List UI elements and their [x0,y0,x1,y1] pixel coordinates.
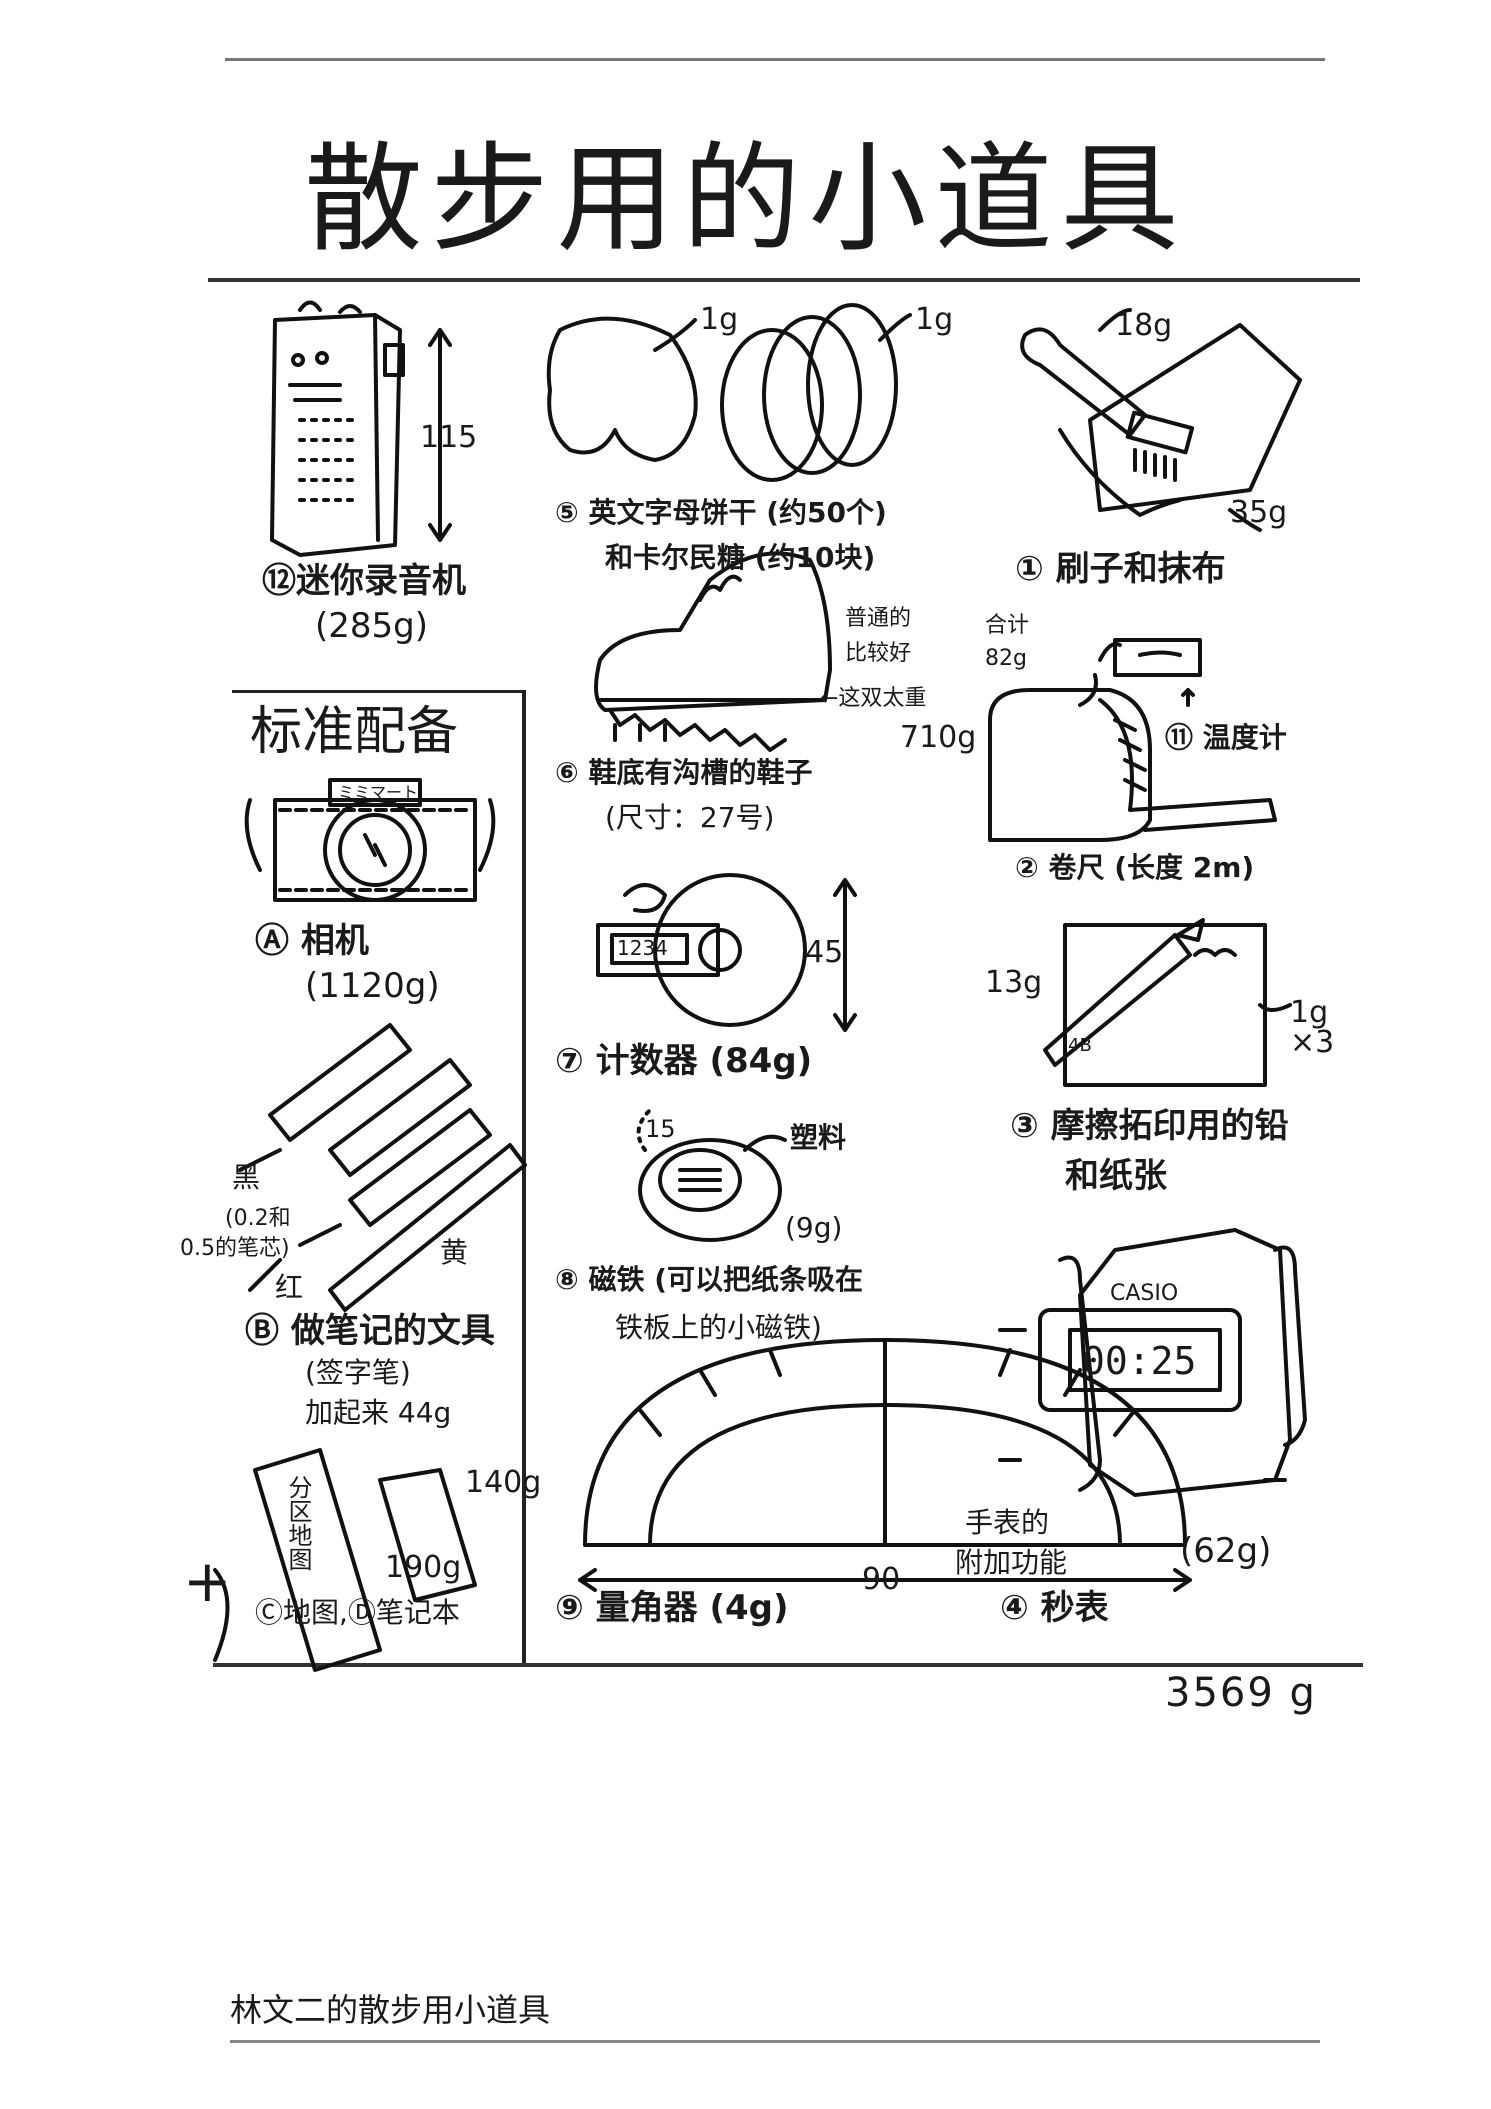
thermo-total-2: 82g [985,646,1027,671]
map-illustration [253,1448,477,1672]
magnet-label-2: 铁板上的小磁铁) [615,1311,822,1344]
protractor-label: ⑨ 量角器 (4g) [555,1588,789,1628]
watch-label: ④ 秒表 [1000,1588,1109,1628]
page-title: 散步用的小道具 [304,130,1187,268]
cloth-weight: 35g [1230,495,1288,530]
magnet-material: 塑料 [790,1121,847,1154]
watch-note-1: 手表的 [965,1506,1050,1539]
brush-label: ① 刷子和抹布 [1015,549,1226,589]
map-label: Ⓒ地图,Ⓓ笔记本 [255,1596,460,1629]
pen-red: 红 [275,1271,304,1304]
protractor-dimension: 90 [862,1562,901,1597]
counter-illustration [596,873,857,1032]
pencil-label-2: 和纸张 [1065,1156,1167,1196]
plus-brace [213,1568,230,1662]
counter-dimension: 45 [805,935,844,970]
biscuit-weight-1: 1g [700,302,739,337]
magnet-label: ⑧ 磁铁 (可以把纸条吸在 [555,1263,864,1296]
shoe-note-1: 普通的 [845,606,912,631]
pencil-mark: 4B [1068,1035,1092,1056]
thermo-total-1: 合计 [985,613,1030,638]
thermometer-illustration [1078,638,1202,707]
recorder-weight: (285g) [315,606,429,646]
thermometer-label: ⑪ 温度计 [1165,721,1287,754]
tape-label: ② 卷尺 (长度 2m) [1015,851,1255,884]
pencil-label: ③ 摩擦拓印用的铅 [1010,1106,1289,1146]
brush-weight: 18g [1115,308,1173,343]
watch-illustration [998,1228,1307,1497]
biscuits-illustration [546,303,912,482]
camera-label: Ⓐ 相机 [255,921,369,961]
pen-black: 黑 [232,1161,261,1194]
shoes-label: ⑥ 鞋底有沟槽的鞋子 [555,756,813,789]
shoe-illustration [594,551,832,752]
counter-label: ⑦ 计数器 (84g) [555,1041,813,1081]
recorder-label: ⑫迷你录音机 [262,561,466,601]
top-rule [225,58,1325,61]
magnet-illustration [636,1108,787,1242]
magnet-dimension: 15 [645,1115,676,1143]
recorder-illustration [270,300,452,557]
pen-black-note-1: (0.2和 [225,1206,291,1231]
total-weight: 3569 g [1165,1670,1317,1716]
pens-label: Ⓑ 做笔记的文具 [245,1311,495,1351]
bottom-rule [213,1663,1363,1667]
magnet-weight: (9g) [785,1211,843,1244]
paper-count: ×3 [1290,1025,1335,1060]
standard-label: 标准配备 [250,702,459,762]
notebook-weight: 140g [465,1465,542,1500]
paper-weight: 1g [1290,995,1329,1030]
watch-weight: (62g) [1180,1531,1272,1571]
watch-note-2: 附加功能 [955,1546,1068,1579]
footer-rule [230,2040,1320,2043]
tape-measure-illustration [988,688,1277,842]
recorder-dimension: 115 [420,420,478,455]
shoe-note-2: 比较好 [845,641,912,666]
divider-vertical [522,690,526,1665]
biscuit-weight-2: 1g [915,302,954,337]
camera-weight: (1120g) [305,966,440,1006]
footer-caption: 林文二的散步用小道具 [230,1991,551,2029]
pencil-weight: 13g [985,965,1043,1000]
biscuits-label: ⑤ 英文字母饼干 (约50个) [555,496,887,529]
watch-display: 00:25 [1082,1339,1197,1383]
standard-box-top [232,690,522,693]
counter-display: 1234 [617,936,668,960]
watch-brand: CASIO [1110,1281,1179,1306]
pencil-illustration [1043,918,1292,1087]
shoe-note-3: ←这双太重 [820,686,927,711]
pen-yellow: 黄 [440,1236,469,1269]
camera-brand: ミミマート [338,783,419,802]
pens-label-3: 加起来 44g [305,1396,452,1429]
shoe-weight: 710g [900,720,977,755]
shoes-label-2: (尺寸：27号) [605,801,775,834]
pen-black-note-2: 0.5的笔芯) [180,1236,290,1261]
map-title: 分区地图 [284,1475,312,1571]
pens-label-2: (签字笔) [305,1356,411,1389]
title-underline [208,278,1360,282]
brush-illustration [1020,308,1302,532]
biscuits-label-2: 和卡尔民糖 (约10块) [605,541,876,574]
plus-sign: + [183,1547,232,1615]
protractor-illustration [578,1338,1192,1592]
map-weight: 190g [385,1550,462,1585]
pens-illustration [238,1023,527,1312]
camera-illustration [244,778,496,902]
